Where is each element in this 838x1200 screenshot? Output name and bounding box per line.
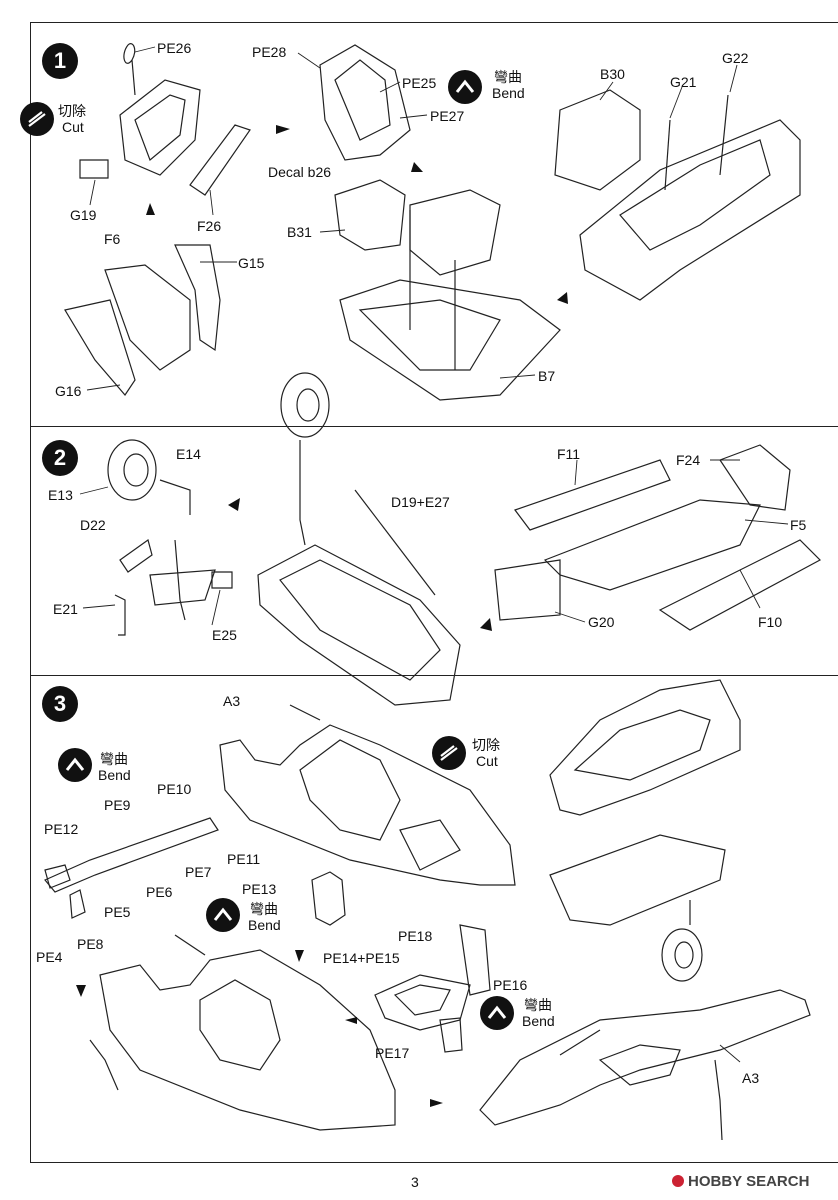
- bend-icon: [480, 996, 514, 1030]
- part-label-d22: D22: [80, 517, 106, 533]
- cut-label-en-1: Cut: [62, 119, 84, 135]
- bend-label-en-1: Bend: [492, 85, 525, 101]
- step2-wheel-top: [281, 373, 329, 437]
- part-label-e13: E13: [48, 487, 73, 503]
- part-label-pe18: PE18: [398, 928, 433, 944]
- arrow-icons: [76, 125, 568, 1107]
- part-label-f24: F24: [676, 452, 701, 468]
- bend-label-en-3: Bend: [248, 917, 281, 933]
- bend-label-en-2: Bend: [98, 767, 131, 783]
- part-label-pe17: PE17: [375, 1045, 410, 1061]
- panel-top-border: [30, 22, 838, 23]
- part-label-e14: E14: [176, 446, 201, 462]
- step-number-3: 3: [42, 686, 78, 722]
- part-label-pe6: PE6: [146, 884, 173, 900]
- panel-bottom-border: [30, 1162, 838, 1163]
- step1-part-f26: [190, 125, 250, 195]
- part-label-g19: G19: [70, 207, 97, 223]
- step3-cockpit-top: [550, 680, 740, 925]
- step1-seat-center: [320, 45, 410, 160]
- part-label-f10: F10: [758, 614, 783, 630]
- step1-tub-b7: [340, 210, 560, 400]
- part-label-a3-top: A3: [223, 693, 241, 709]
- part-label-pe12: PE12: [44, 821, 79, 837]
- step3-pe-tray: [45, 818, 218, 918]
- part-label-pe4: PE4: [36, 949, 63, 965]
- watermark-logo-icon: [672, 1175, 684, 1187]
- bend-icon: [448, 70, 482, 104]
- bend-icon: [58, 748, 92, 782]
- cut-icon: [432, 736, 466, 770]
- panel-divider-2: [30, 675, 838, 676]
- step3-gear-wheel: [662, 900, 702, 981]
- step3-fuselage-final: [480, 990, 810, 1140]
- step1-cockpit-assembly: [555, 90, 800, 300]
- bend-label-cn-3: 彎曲: [250, 901, 278, 917]
- part-label-b30: B30: [600, 66, 625, 82]
- step2-wheel-left: [108, 440, 156, 500]
- part-label-pe7: PE7: [185, 864, 212, 880]
- part-label-pe8: PE8: [77, 936, 104, 952]
- step2-gear-strut: [115, 480, 232, 635]
- part-label-g15: G15: [238, 255, 265, 271]
- bend-label-en-4: Bend: [522, 1013, 555, 1029]
- part-label-pe14-pe15: PE14+PE15: [323, 950, 400, 966]
- step2-wheel-well-panels: [495, 445, 820, 630]
- part-label-g22: G22: [722, 50, 749, 66]
- panel-left-border: [30, 22, 31, 1162]
- part-label-pe25: PE25: [402, 75, 437, 91]
- part-label-g20: G20: [588, 614, 615, 630]
- part-label-pe9: PE9: [104, 797, 131, 813]
- bend-label-cn-2: 彎曲: [100, 751, 128, 767]
- bend-label-cn-1: 彎曲: [494, 69, 522, 85]
- step-number-1: 1: [42, 43, 78, 79]
- step3-pe13: [312, 872, 345, 925]
- part-label-g16: G16: [55, 383, 82, 399]
- watermark-text: HOBBY SEARCH: [688, 1173, 810, 1190]
- part-label-d19-e27: D19+E27: [391, 494, 450, 510]
- step3-pe-frame: [375, 925, 490, 1052]
- watermark: HOBBY SEARCH: [672, 1173, 809, 1190]
- step1-part-g19: [80, 160, 108, 178]
- page-number: 3: [411, 1174, 419, 1190]
- bend-label-cn-4: 彎曲: [524, 997, 552, 1013]
- part-label-f5: F5: [790, 517, 807, 533]
- part-label-pe16: PE16: [493, 977, 528, 993]
- cut-label-cn-1: 切除: [58, 103, 86, 119]
- part-label-f6: F6: [104, 231, 121, 247]
- panel-divider-1: [30, 426, 838, 427]
- part-label-pe27: PE27: [430, 108, 465, 124]
- step3-nose-lower: [90, 935, 395, 1130]
- part-label-b31: B31: [287, 224, 312, 240]
- part-label-pe5: PE5: [104, 904, 131, 920]
- part-label-decal-b26: Decal b26: [268, 164, 332, 180]
- part-label-pe28: PE28: [252, 44, 287, 60]
- part-label-pe10: PE10: [157, 781, 192, 797]
- cut-label-cn-2: 切除: [472, 737, 500, 753]
- part-label-b7: B7: [538, 368, 556, 384]
- leader-lines: [80, 47, 788, 1062]
- part-label-a3-bottom: A3: [742, 1070, 760, 1086]
- step1-seat-left: [120, 44, 200, 175]
- part-label-pe13: PE13: [242, 881, 277, 897]
- cut-icon: [20, 102, 54, 136]
- part-label-pe11: PE11: [227, 851, 261, 867]
- part-label-pe26: PE26: [157, 40, 192, 56]
- step2-gear-bay: [258, 440, 460, 705]
- step1-seat-mount: [335, 180, 500, 275]
- part-label-f26: F26: [197, 218, 222, 234]
- step1-side-frames: [65, 245, 220, 395]
- part-label-e25: E25: [212, 627, 237, 643]
- part-label-g21: G21: [670, 74, 697, 90]
- part-label-e21: E21: [53, 601, 78, 617]
- step-number-2: 2: [42, 440, 78, 476]
- part-label-f11: F11: [557, 446, 581, 462]
- bend-icon: [206, 898, 240, 932]
- step3-nose-upper: [220, 705, 515, 885]
- cut-label-en-2: Cut: [476, 753, 498, 769]
